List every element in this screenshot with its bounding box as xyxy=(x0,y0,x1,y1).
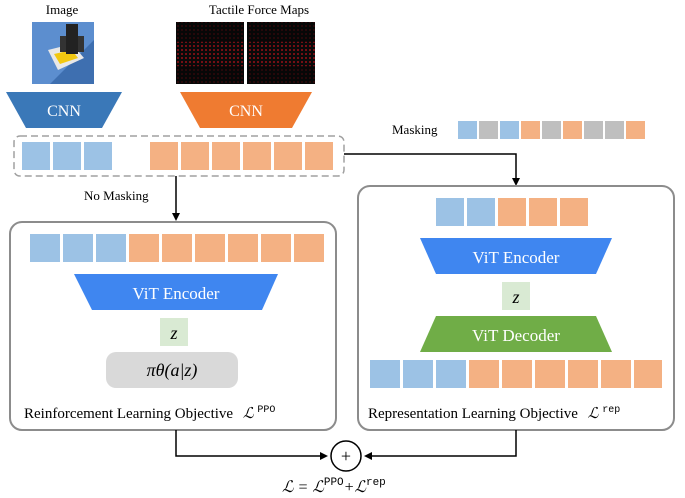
rep-token-row-top xyxy=(436,198,588,226)
token-blue xyxy=(22,142,50,170)
token-orange xyxy=(274,142,302,170)
token-orange xyxy=(502,360,532,388)
token-orange xyxy=(150,142,178,170)
policy-label: πθ(a|z) xyxy=(147,360,198,381)
rep-latent-z-label: z xyxy=(511,287,519,307)
masked-token-gray xyxy=(542,121,561,139)
rl-token-row xyxy=(30,234,324,262)
sum-symbol: + xyxy=(341,446,351,466)
token-orange xyxy=(294,234,324,262)
rl-vit-encoder xyxy=(74,274,278,310)
masked-token-orange xyxy=(521,121,540,139)
token-orange xyxy=(305,142,333,170)
masked-token-orange xyxy=(626,121,645,139)
rep-vit-encoder-label: ViT Encoder xyxy=(473,248,560,267)
token-orange xyxy=(162,234,192,262)
token-orange xyxy=(469,360,499,388)
input-token-row xyxy=(22,142,333,170)
token-orange xyxy=(498,198,526,226)
token-orange xyxy=(560,198,588,226)
token-orange xyxy=(261,234,291,262)
cnn-image-encoder xyxy=(6,92,122,128)
tactile-force-maps xyxy=(176,22,315,84)
rep-latent-z xyxy=(502,282,530,310)
rep-vit-decoder xyxy=(420,316,612,352)
token-blue xyxy=(467,198,495,226)
masked-token-orange xyxy=(563,121,582,139)
token-blue xyxy=(403,360,433,388)
token-orange xyxy=(228,234,258,262)
sum-node xyxy=(330,440,362,472)
rl-panel xyxy=(9,221,337,431)
tactile-label: Tactile Force Maps xyxy=(209,2,309,17)
token-orange xyxy=(195,234,225,262)
arrow-rl-to-sum xyxy=(175,430,328,460)
token-orange xyxy=(634,360,662,388)
masked-token-sequence xyxy=(458,121,645,139)
masking-label: Masking xyxy=(392,122,438,137)
rl-vit-encoder-label: ViT Encoder xyxy=(133,284,220,303)
masked-token-blue xyxy=(500,121,519,139)
token-blue xyxy=(96,234,126,262)
arrow-rep-to-sum xyxy=(364,430,517,460)
policy-box xyxy=(106,352,238,388)
masked-token-blue xyxy=(458,121,477,139)
arrow-to-representation xyxy=(344,153,520,186)
rep-vit-encoder xyxy=(420,238,612,274)
token-orange xyxy=(129,234,159,262)
rep-vit-decoder-label: ViT Decoder xyxy=(472,326,560,345)
token-orange xyxy=(181,142,209,170)
token-orange xyxy=(568,360,598,388)
token-blue xyxy=(53,142,81,170)
token-orange xyxy=(601,360,631,388)
rl-latent-z-label: z xyxy=(169,323,177,343)
rl-objective: Reinforcement Learning Objective ℒ PPO xyxy=(24,405,275,422)
masked-token-gray xyxy=(479,121,498,139)
robot-image xyxy=(32,22,94,84)
token-blue xyxy=(370,360,400,388)
token-orange xyxy=(535,360,565,388)
token-orange xyxy=(529,198,557,226)
token-group-outline xyxy=(13,135,345,177)
cnn-tactile-label: CNN xyxy=(229,103,263,120)
cnn-image-label: CNN xyxy=(47,103,81,120)
no-masking-label: No Masking xyxy=(84,188,149,203)
image-label: Image xyxy=(46,2,79,17)
token-blue xyxy=(436,360,466,388)
token-orange xyxy=(212,142,240,170)
token-blue xyxy=(63,234,93,262)
masked-token-gray xyxy=(584,121,603,139)
total-loss-formula: ℒ = ℒPPO+ℒrep xyxy=(282,477,386,496)
cnn-tactile-encoder xyxy=(180,92,312,128)
token-blue xyxy=(30,234,60,262)
token-blue xyxy=(436,198,464,226)
masked-token-gray xyxy=(605,121,624,139)
rep-token-row-bottom xyxy=(370,360,662,388)
rl-latent-z xyxy=(160,318,188,346)
token-blue xyxy=(84,142,112,170)
rep-objective: Representation Learning Objective ℒ rep xyxy=(368,405,620,422)
token-orange xyxy=(243,142,271,170)
